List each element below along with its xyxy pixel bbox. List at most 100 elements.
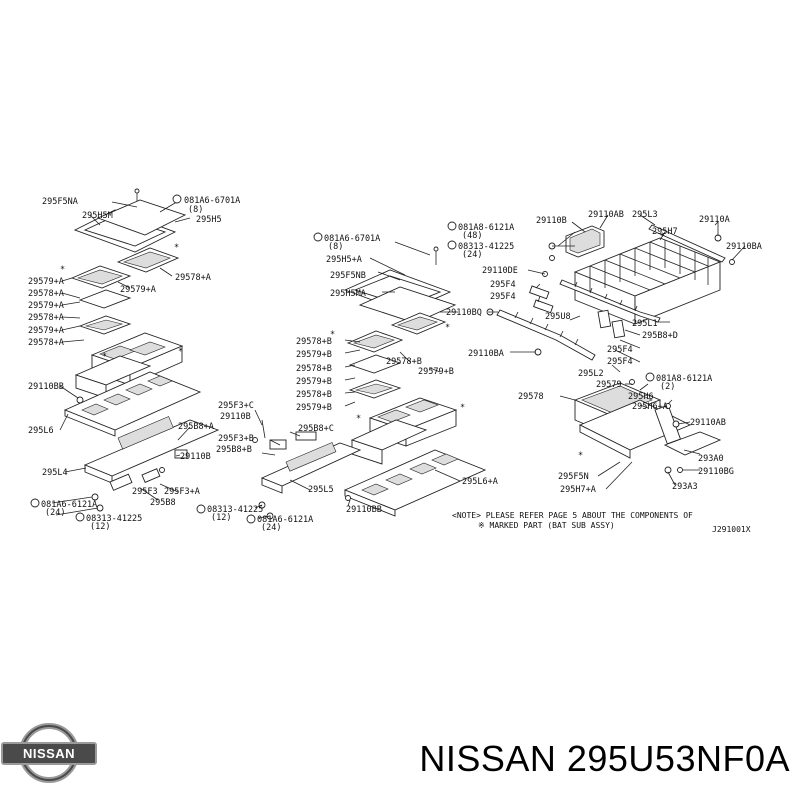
part-label: 295L5 [308, 485, 334, 495]
part-label: 081A6-6701A [184, 196, 240, 206]
part-label: 295B8+A [178, 422, 214, 432]
asterisk-mark: * [356, 414, 361, 424]
part-label: 295H7 [652, 227, 678, 237]
part-label: 295F4 [490, 280, 516, 290]
part-label: 295H5M [82, 211, 113, 221]
middle-assembly [252, 241, 487, 520]
part-label: 081A6-6121A [257, 515, 313, 525]
part-label: 29110BG [698, 467, 734, 477]
part-label: 293A3 [672, 482, 698, 492]
part-label: 29578+B [296, 364, 332, 374]
part-label: 29578+A [175, 273, 211, 283]
part-label: 29578+B [296, 337, 332, 347]
part-label: 29110BA [726, 242, 762, 252]
part-label: (8) [188, 205, 203, 215]
part-label: 295F5NB [330, 271, 366, 281]
part-label: 295H7+A [560, 485, 596, 495]
part-label: 08313-41225 [207, 505, 263, 515]
part-label: (8) [328, 242, 343, 252]
part-label: 295B8+B [216, 445, 252, 455]
nissan-logo: NISSAN [1, 723, 97, 783]
part-label: 295L2 [578, 369, 604, 379]
part-label: 081A8-6121A [458, 223, 514, 233]
part-label: 29578+B [296, 390, 332, 400]
part-label: (2) [660, 382, 675, 392]
part-label: 295L4 [42, 468, 68, 478]
part-label: 29579+A [28, 326, 64, 336]
part-label: 29110BB [346, 505, 382, 515]
part-label: 295B8+D [642, 331, 678, 341]
part-label: 29110B [536, 216, 567, 226]
part-label: 295B8 [150, 498, 176, 508]
note-line-1: <NOTE> PLEASE REFER PAGE 5 ABOUT THE COM… [452, 511, 693, 520]
asterisk-mark: * [174, 243, 179, 253]
part-label: 29578+B [386, 357, 422, 367]
asterisk-mark: * [102, 352, 107, 362]
part-label: 29110BA [468, 349, 504, 359]
part-label: 295F4 [607, 357, 633, 367]
part-label: 29579+B [296, 350, 332, 360]
part-label: (48) [462, 231, 482, 241]
part-label: 08313-41225 [86, 514, 142, 524]
part-label: 29579+A [28, 301, 64, 311]
part-label: 29578 [518, 392, 544, 402]
asterisk-mark: * [178, 347, 183, 357]
part-label: 295F3+A [164, 487, 200, 497]
part-label: (12) [211, 513, 231, 523]
note-line-2: ※ MARKED PART (BAT SUB ASSY) [478, 521, 615, 530]
part-label: 29110AB [690, 418, 726, 428]
part-label: 295L1 [632, 319, 658, 329]
part-label: 295H5+A [326, 255, 362, 265]
part-label: 295F4 [607, 345, 633, 355]
part-label: 081A6-6121A [41, 500, 97, 510]
part-label: 295H5MA [330, 289, 366, 299]
part-label: 295F5N [558, 472, 589, 482]
part-label: 295H6 [628, 392, 654, 402]
part-label: 295U8 [545, 312, 571, 322]
part-label: 295F3 [132, 487, 158, 497]
logo-text: NISSAN [23, 746, 75, 761]
part-label: 29579+A [120, 285, 156, 295]
asterisk-mark: * [330, 330, 335, 340]
right-assembly: * * * * * * * * * * [60, 214, 746, 490]
part-label: 29110DE [482, 266, 518, 276]
part-label: 295H5 [196, 215, 222, 225]
part-label: 293A0 [698, 454, 724, 464]
part-label: 29578+A [28, 289, 64, 299]
part-label: 295L6 [28, 426, 54, 436]
part-label: 295L6+A [462, 477, 498, 487]
part-label: 295F3+B [218, 434, 254, 444]
part-label: 29110B [180, 452, 211, 462]
asterisk-mark: * [578, 451, 583, 461]
part-label: 29110A [699, 215, 730, 225]
asterisk-mark: * [460, 403, 465, 413]
part-label: (24) [462, 250, 482, 260]
part-label: 29579+B [418, 367, 454, 377]
asterisk-mark: * [445, 323, 450, 333]
part-label: (12) [90, 522, 110, 532]
part-label: 29579+B [296, 377, 332, 387]
part-label: 295H6+A [632, 402, 668, 412]
part-label: 081A6-6701A [324, 234, 380, 244]
part-label: 29110BB [28, 382, 64, 392]
asterisk-mark: * [660, 232, 665, 242]
part-labels: 295F5NA 295H5M 081A6-6701A (8) 295H5 295… [28, 194, 762, 533]
part-label: 295F3+C [218, 401, 254, 411]
part-label: 29578+A [28, 338, 64, 348]
part-label: 295F4 [490, 292, 516, 302]
part-label: 29110AB [588, 210, 624, 220]
drawing-code: J291001X [712, 525, 751, 534]
part-label: 29110BQ [446, 308, 482, 318]
part-label: 08313-41225 [458, 242, 514, 252]
part-label: 29578+A [28, 313, 64, 323]
asterisk-mark: * [60, 265, 65, 275]
part-label: 295L3 [632, 210, 658, 220]
part-label: 29579+B [296, 403, 332, 413]
part-label: 29579+A [28, 277, 64, 287]
part-label: 29110B [220, 412, 251, 422]
part-label: 295B8+C [298, 424, 334, 434]
part-label: (24) [261, 523, 281, 533]
part-label: 081A8-6121A [656, 374, 712, 384]
part-label: (24) [45, 508, 65, 518]
